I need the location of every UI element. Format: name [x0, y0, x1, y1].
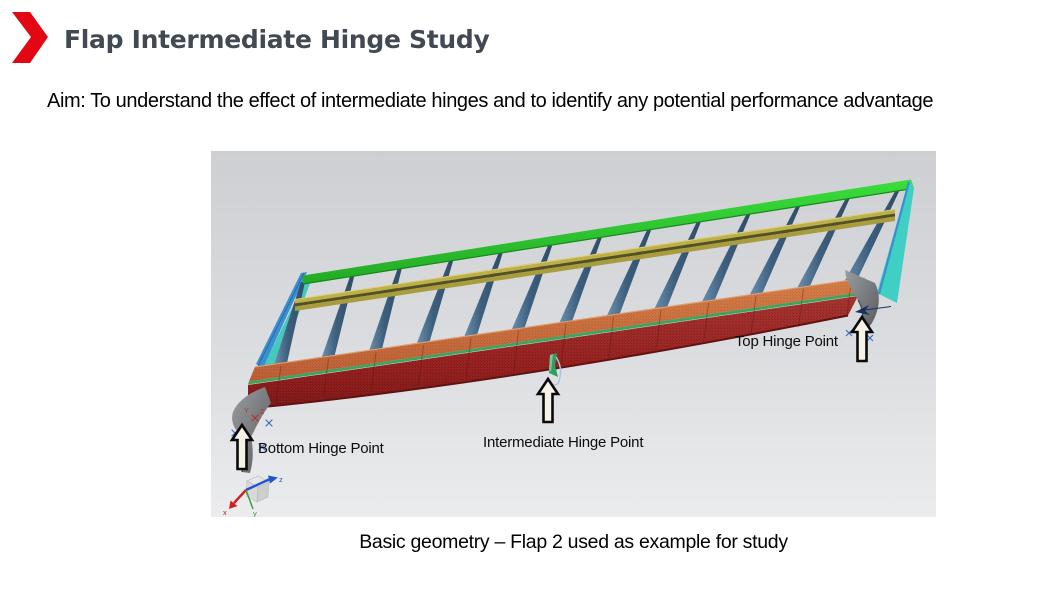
- bottom-hinge-label: Bottom Hinge Point: [258, 440, 384, 457]
- cad-3d-view: Z Y z x: [211, 151, 936, 517]
- bottom-hinge-arrow: [229, 422, 255, 471]
- hinge-arrows: [229, 314, 875, 471]
- page-title: Flap Intermediate Hinge Study: [64, 25, 490, 54]
- aim-statement: Aim: To understand the effect of interme…: [47, 90, 934, 112]
- figure-caption: Basic geometry – Flap 2 used as example …: [359, 531, 788, 553]
- triad-y-label: y: [253, 509, 257, 517]
- top-hinge-arrow: [849, 314, 875, 363]
- top-spar: [302, 179, 914, 285]
- tip-rib: [877, 180, 914, 303]
- stringer: [294, 209, 896, 311]
- orientation-triad: z x y: [223, 475, 283, 517]
- cs-z-label: Z: [260, 409, 265, 416]
- triad-x-label: x: [223, 508, 227, 517]
- panel-joints: [275, 281, 852, 403]
- front-spar: [247, 277, 866, 410]
- intermediate-hinge-label: Intermediate Hinge Point: [483, 434, 644, 451]
- triad-z-label: z: [279, 475, 283, 484]
- chevron-right-icon: [11, 11, 51, 65]
- top-hinge-label: Top Hinge Point: [735, 333, 838, 350]
- cs-y-label: Y: [244, 408, 249, 415]
- cad-figure: Z Y z x: [211, 151, 936, 517]
- intermediate-hinge-arrow: [535, 376, 561, 424]
- top-hinge-cs-markers: [845, 305, 892, 342]
